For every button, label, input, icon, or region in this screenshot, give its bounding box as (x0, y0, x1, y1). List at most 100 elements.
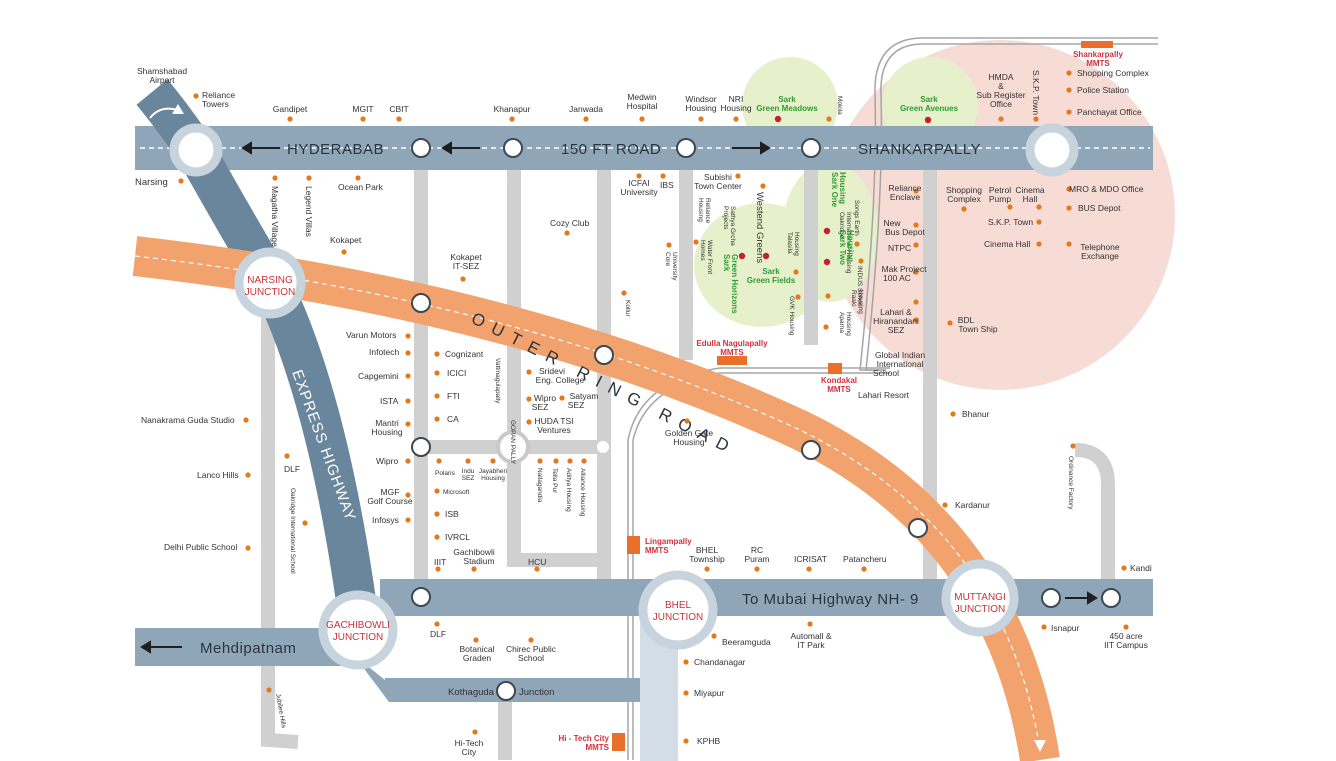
road-nh9 (380, 579, 1153, 616)
road-label-kothaguda: Kothaguda (448, 687, 495, 698)
svg-text:CoreUniversity: CoreUniversity (664, 252, 678, 281)
svg-text:SarkGreen Meadows: SarkGreen Meadows (756, 95, 818, 113)
label-shamshabad: Shamshabad (137, 66, 187, 76)
label-rc-puram: RC (751, 545, 763, 555)
label-water-front: Water Front (706, 240, 713, 274)
label-ordinance: Ordinance Factory (1067, 456, 1074, 510)
label-infotech: Infotech (369, 347, 400, 357)
svg-text:SarkGreen Horizons: SarkGreen Horizons (722, 254, 739, 314)
label-mgf: MGF (381, 487, 400, 497)
label-gvk: GVK Housing (788, 296, 795, 336)
label-sark-meadows: Sark (778, 95, 796, 104)
label-janwada: Janwada (569, 104, 603, 114)
label-shopping-complex-m: Shopping (946, 185, 982, 195)
label-nallagandla: Nallagandla (536, 468, 543, 503)
label-ocean-park: Ocean Park (338, 182, 384, 192)
label-dlf-bottom: DLF (430, 629, 446, 639)
label-jubilee-hills: Jubilee Hills (274, 693, 287, 729)
label-bdl: BDL (958, 315, 975, 325)
label-cinema-hall-mid: Cinema Hall (984, 239, 1030, 249)
label-iiit: IIIT (434, 557, 446, 567)
label-aditya: Aditya Housing (565, 468, 572, 512)
label-capgemini: Capgemini (358, 371, 399, 381)
label-sark-horizons: Sark (722, 254, 731, 272)
label-sark-one: Sark One (830, 172, 839, 208)
label-golden-gate: Golden Gate (665, 428, 713, 438)
label-varun: Varun Motors (346, 330, 396, 340)
label-westend: Westend Greens (754, 192, 765, 263)
label-hcu: HCU (528, 557, 546, 567)
label-delhi-public: Delhi Public School (164, 542, 237, 552)
label-lahari-hiranandani: Lahari & (880, 307, 912, 317)
label-kphb: KPHB (697, 736, 720, 746)
road-label-nh9: To Mubai Highway NH- 9 (742, 591, 919, 608)
label-cinema-hall-top: Cinema (1015, 185, 1045, 195)
mmts-blocks (612, 41, 1113, 751)
label-shopping-complex-r: Shopping Complex (1077, 68, 1150, 78)
svg-text:Sark OneHousing: Sark OneHousing (830, 172, 847, 208)
svg-text:OakridgeInternational Housing: OakridgeInternational Housing (838, 212, 852, 274)
label-bhanur: Bhanur (962, 409, 990, 419)
label-kollur: Kollur (624, 300, 631, 317)
label-gopan: GOPAN PALLY (509, 420, 516, 465)
svg-text:RaakiHousing: RaakiHousing (850, 290, 864, 314)
label-lahari-resort: Lahari Resort (858, 390, 910, 400)
label-ista: ISTA (380, 396, 399, 406)
label-sark-fields: Sark (762, 267, 780, 276)
label-shankarpally-mmts: Shankarpally (1073, 50, 1123, 59)
label-sark-two: Sark Two (838, 230, 847, 265)
label-mak-project: Mak Project (882, 264, 928, 274)
road-label-150ft: 150 FT ROAD (561, 141, 661, 158)
label-cozy-club: Cozy Club (550, 218, 589, 228)
label-chirec: Chirec Public (506, 644, 557, 654)
label-new-bus-depot: New (883, 218, 901, 228)
label-chandanagar: Chandanagar (694, 657, 746, 667)
narsing-junction (234, 247, 306, 319)
label-skp-town-mid: S.K.P. Town (988, 217, 1033, 227)
gachibowli-junction (318, 590, 398, 670)
label-wipro-sez: Wipro (534, 393, 556, 403)
label-magatha: Magatha Village (270, 186, 280, 247)
label-indus-school: INDUS School (856, 266, 863, 308)
label-sridevi: Sridevi (539, 366, 565, 376)
label-gandipet: Gandipet (273, 104, 308, 114)
road-label-shankarpally: SHANKARPALLY (858, 141, 981, 158)
label-polaris: Polaris (435, 470, 456, 477)
label-alliance: Alliance Housing (579, 468, 586, 517)
svg-text:Sark TwoHousing: Sark TwoHousing (838, 230, 855, 265)
label-panchayat: Panchayat Office (1077, 107, 1142, 117)
svg-text:AparnaHousing: AparnaHousing (838, 312, 852, 336)
label-isnapur: Isnapur (1051, 623, 1080, 633)
label-kokapet-sez: Kokapet (450, 252, 482, 262)
label-botanical: Botanical (460, 644, 495, 654)
label-lanco: Lanco Hills (197, 470, 239, 480)
svg-text:RelianceHousing: RelianceHousing (697, 198, 711, 224)
label-nri: NRI (729, 94, 744, 104)
label-skp-town-top: S.K.P. Town (1031, 70, 1041, 115)
label-narsing: Narsing (135, 177, 168, 188)
svg-text:TalasilaHousing: TalasilaHousing (786, 232, 800, 256)
label-microsoft: Microsoft (443, 489, 470, 496)
label-hitech-mmts: Hi - Tech City (558, 734, 609, 743)
label-edulla-mmts: Edulla Nagulapally (696, 339, 768, 348)
label-talasila: Talasila (786, 232, 793, 254)
